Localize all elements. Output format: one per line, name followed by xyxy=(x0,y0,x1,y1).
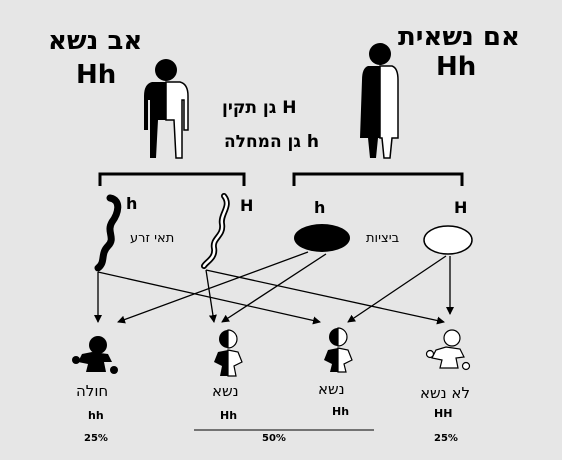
egg-H-icon xyxy=(423,225,473,255)
sperm-label: תאי זרע xyxy=(130,231,175,246)
egg-allele-H: H xyxy=(454,198,468,217)
offspring-3-genotype: Hh xyxy=(332,405,350,418)
father-figure xyxy=(144,59,189,159)
baby-hh-icon xyxy=(72,336,118,374)
pct-non-carrier: 25% xyxy=(434,433,458,444)
baby-HH-icon xyxy=(425,329,471,371)
offspring-3-phenotype: נשא xyxy=(318,380,345,398)
offspring-4-phenotype: לא נשא xyxy=(420,384,470,402)
offspring-2-genotype: Hh xyxy=(220,409,238,422)
father-genotype: Hh xyxy=(76,60,117,90)
baby-Hh-1-icon xyxy=(214,329,243,377)
sperm-allele-h: h xyxy=(126,194,138,213)
legend-disease-gene: גן המחלה h xyxy=(224,132,320,152)
pct-carriers: 50% xyxy=(262,433,286,444)
egg-h-icon xyxy=(294,224,350,252)
mother-genotype: Hh xyxy=(436,52,477,82)
mother-title: אם נשאית xyxy=(398,22,520,52)
father-bracket xyxy=(98,172,246,186)
cross-arrows xyxy=(94,251,454,325)
mother-bracket xyxy=(292,172,464,186)
egg-allele-h: h xyxy=(314,198,326,217)
sperm-h-icon xyxy=(94,194,122,272)
father-title: אב נשא xyxy=(48,26,143,56)
offspring-4-genotype: HH xyxy=(434,407,453,420)
legend-normal-gene: גן תקין H xyxy=(222,98,297,118)
egg-label: ביציות xyxy=(366,231,400,246)
baby-Hh-2-icon xyxy=(324,327,353,373)
mother-figure xyxy=(360,43,399,159)
sperm-H-icon xyxy=(201,193,230,269)
pct-affected: 25% xyxy=(84,433,108,444)
sperm-allele-H: H xyxy=(240,196,254,215)
offspring-1-genotype: hh xyxy=(88,409,104,422)
offspring-2-phenotype: נשא xyxy=(212,382,239,400)
offspring-1-phenotype: חולה xyxy=(76,382,109,400)
